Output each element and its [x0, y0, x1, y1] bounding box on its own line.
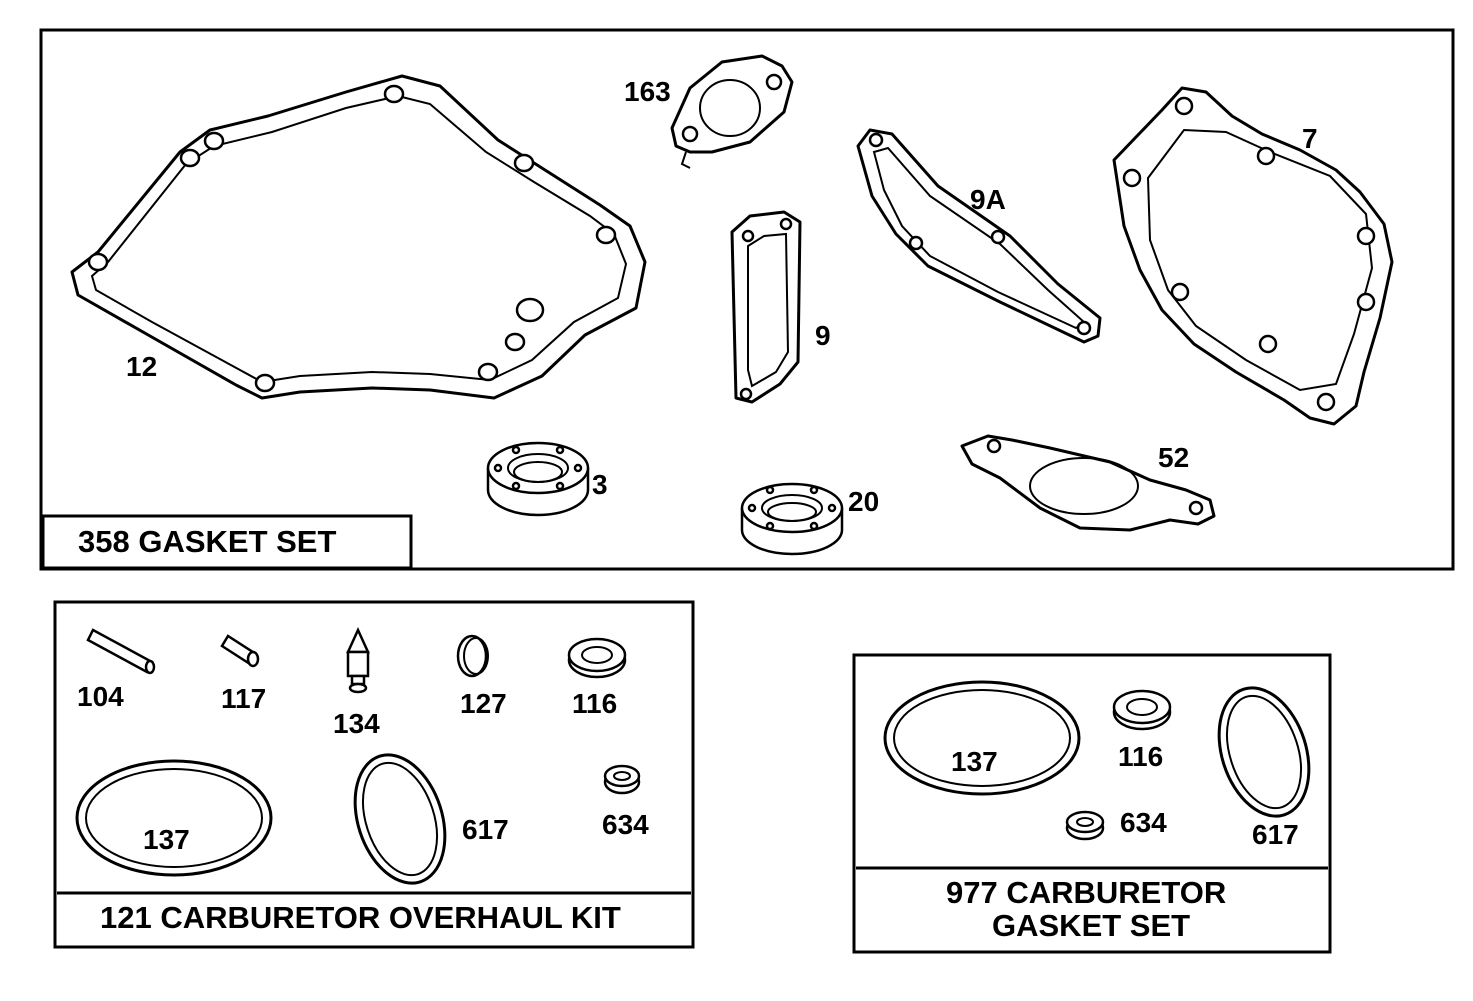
part-52-exhaust-gasket	[960, 434, 1216, 532]
part-163-gasket	[670, 54, 794, 169]
label-617: 617	[1252, 819, 1299, 850]
label-617: 617	[462, 814, 509, 845]
part-9a-gasket	[856, 128, 1102, 344]
part-127-welch-plug	[456, 634, 489, 678]
part-617-gasket-ring	[353, 753, 447, 885]
overhaul-kit-panel: 121 CARBURETOR OVERHAUL KIT 104 117 134 …	[53, 600, 695, 949]
label-9: 9	[815, 320, 831, 351]
label-52: 52	[1158, 442, 1189, 473]
label-12: 12	[126, 351, 157, 382]
part-617-gasket-ring	[1217, 686, 1311, 818]
label-634: 634	[602, 809, 649, 840]
label-137: 137	[143, 824, 190, 855]
gasket-set-title-box	[41, 514, 413, 570]
part-634-washer	[1065, 810, 1105, 841]
label-116: 116	[572, 688, 617, 719]
label-127: 127	[460, 688, 507, 719]
label-163: 163	[624, 76, 671, 107]
label-20: 20	[848, 486, 879, 517]
label-3: 3	[592, 469, 608, 500]
part-116-washer	[567, 637, 627, 679]
part-137-gasket-ring	[883, 680, 1081, 796]
label-7: 7	[1302, 123, 1318, 154]
carb-gasket-set-panel: 977 CARBURETOR GASKET SET 137 116 634 61…	[852, 653, 1332, 954]
gasket-set-title: 358 GASKET SET	[78, 524, 336, 559]
part-9-gasket	[730, 210, 802, 404]
part-134-inlet-needle	[346, 626, 370, 694]
part-3-oil-seal	[486, 441, 590, 517]
part-634-washer	[603, 764, 641, 795]
label-116: 116	[1118, 741, 1163, 772]
overhaul-kit-title: 121 CARBURETOR OVERHAUL KIT	[100, 900, 621, 935]
label-104: 104	[77, 681, 124, 712]
label-634: 634	[1120, 807, 1167, 838]
part-137-gasket-ring	[75, 759, 273, 877]
label-117: 117	[221, 683, 266, 714]
overhaul-kit-frame	[53, 600, 695, 949]
part-12-crankcase-gasket	[70, 74, 647, 400]
part-104-pin	[86, 628, 156, 675]
gasket-set-frame	[39, 28, 1455, 571]
label-9a: 9A	[970, 184, 1006, 215]
part-20-oil-seal	[740, 482, 844, 556]
label-137: 137	[951, 746, 998, 777]
carb-gasket-set-frame	[852, 653, 1332, 954]
part-117-sleeve	[220, 634, 260, 668]
gasket-set-panel: 358 GASKET SET 12 163	[39, 28, 1455, 571]
part-7-head-gasket	[1112, 86, 1394, 426]
carb-gasket-set-title-line2: GASKET SET	[992, 908, 1190, 943]
part-116-washer	[1112, 689, 1172, 731]
label-134: 134	[333, 708, 380, 739]
carb-gasket-set-title-line1: 977 CARBURETOR	[946, 875, 1226, 910]
